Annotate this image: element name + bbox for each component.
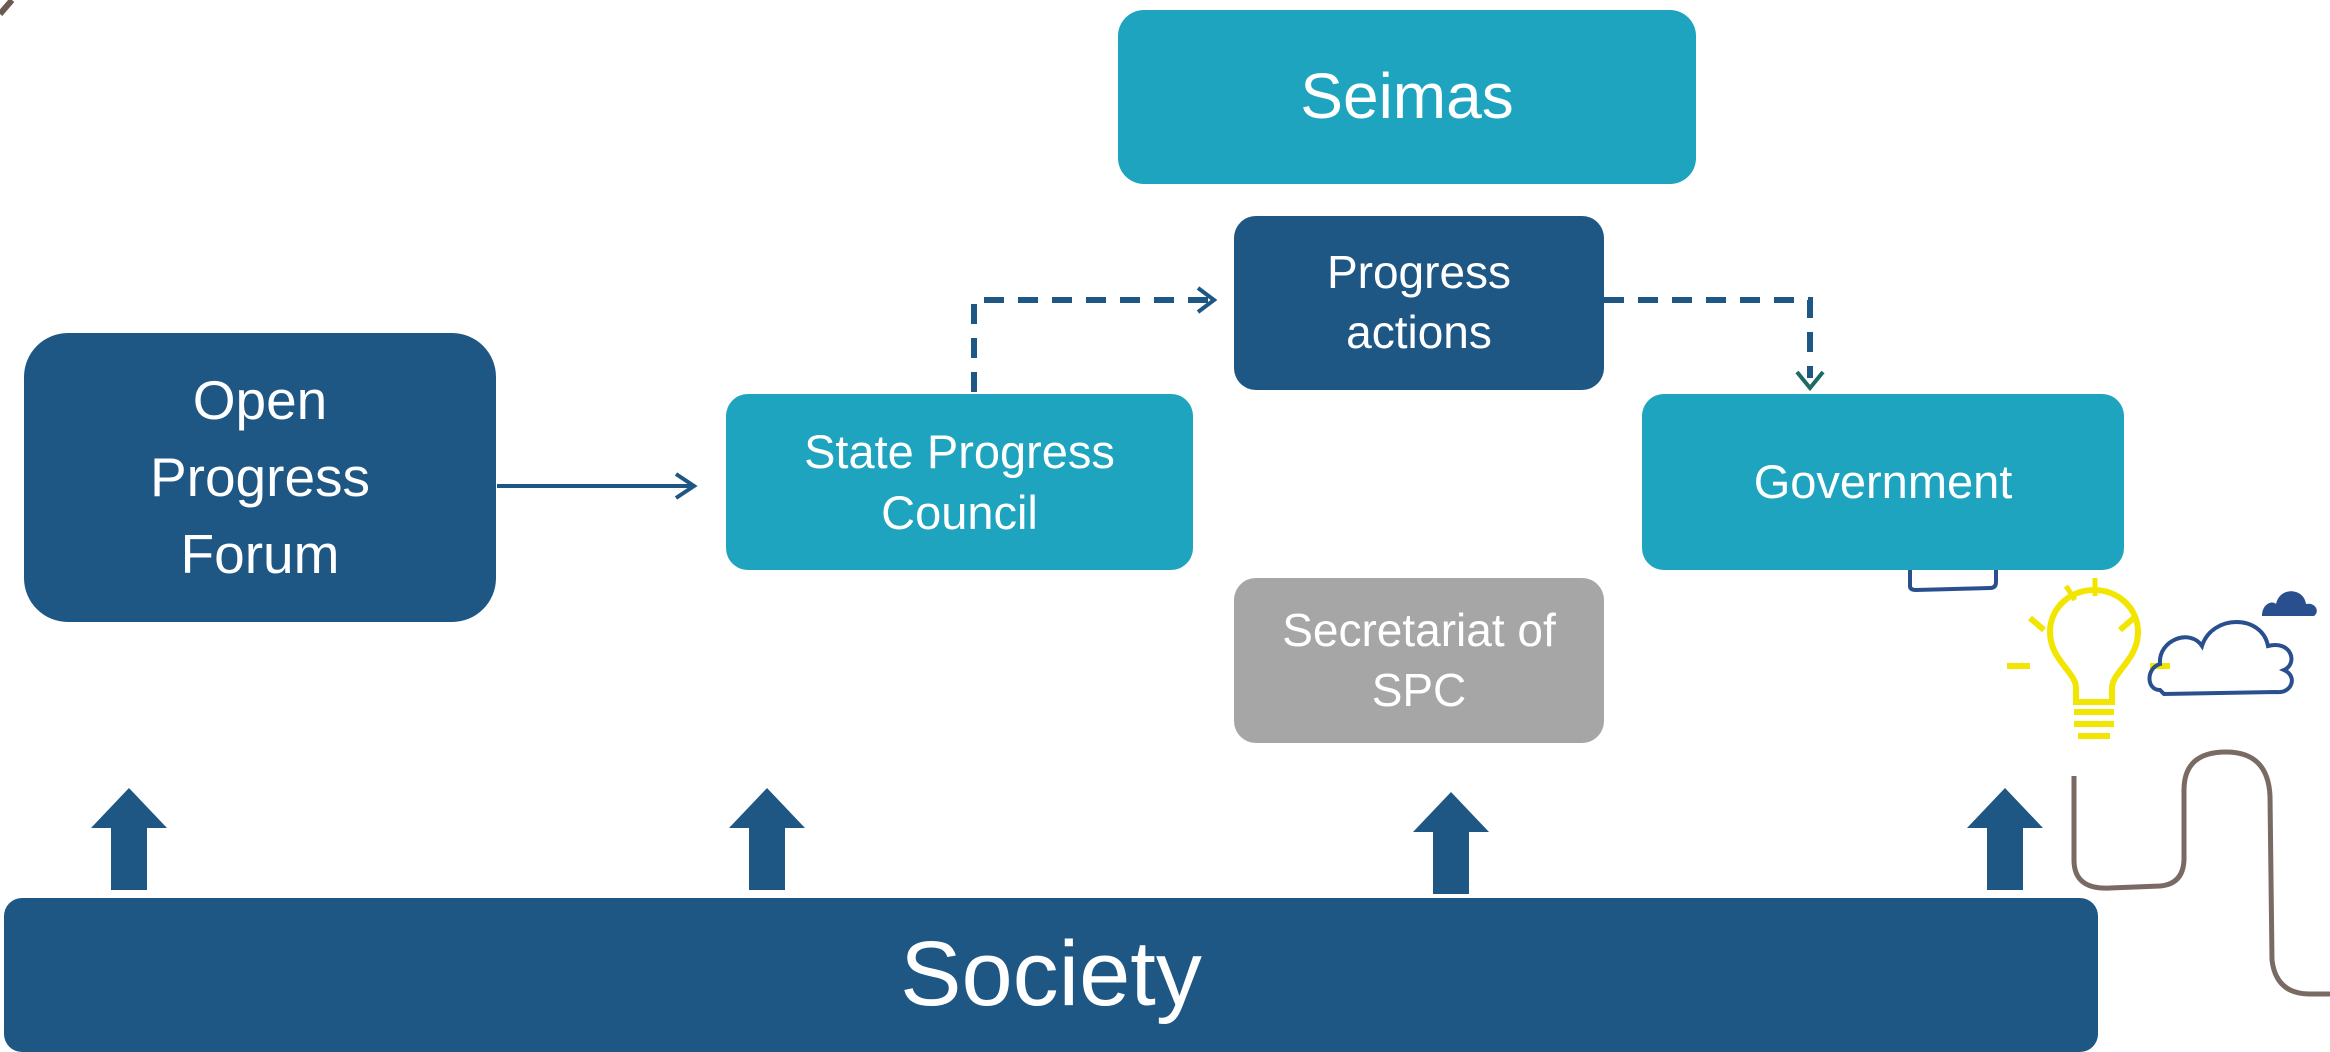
up-arrow-icon: [1967, 788, 2043, 890]
up-arrow-icon: [729, 788, 805, 890]
cloud-icon: [2262, 591, 2317, 616]
secretariat-node: Secretariat of SPC: [1234, 578, 1604, 743]
government-node: Government: [1642, 394, 2124, 570]
council-to-actions-arrow: [971, 286, 1218, 392]
seimas-node: Seimas: [1118, 10, 1696, 184]
cloud-icon: [1908, 570, 1998, 593]
society-node: Society: [4, 898, 2098, 1052]
light-bulb-icon: [2007, 578, 2170, 739]
society-label: Society: [900, 923, 1202, 1026]
forum-to-council-arrow: [497, 472, 698, 500]
seimas-label: Seimas: [1300, 60, 1514, 133]
government-label: Government: [1753, 455, 2013, 509]
bulb-cable: [2071, 749, 2330, 997]
secretariat-label: Secretariat of SPC: [1282, 603, 1556, 716]
progress-actions-node: Progress actions: [1234, 216, 1604, 390]
up-arrow-icon: [1413, 792, 1489, 894]
corner-decoration: [0, 0, 15, 16]
state-progress-council-label: State Progress Council: [804, 424, 1115, 539]
cloud-icon: [2147, 620, 2294, 697]
up-arrow-icon: [91, 788, 167, 890]
open-progress-forum-label: Open Progress Forum: [149, 369, 371, 585]
progress-actions-label: Progress actions: [1326, 246, 1512, 358]
open-progress-forum-node: Open Progress Forum: [24, 333, 496, 622]
state-progress-council-node: State Progress Council: [726, 394, 1193, 570]
actions-to-government-arrow: [1604, 297, 1825, 392]
